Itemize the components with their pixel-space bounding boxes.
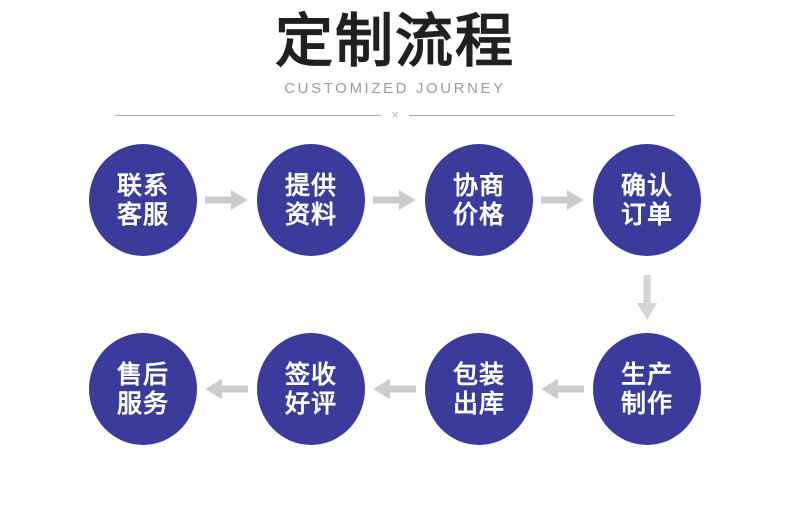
flow-node-label-line1: 售后 [116, 360, 169, 389]
flow-node-label-line1: 包装 [452, 360, 505, 389]
flow-node-label-line2: 客服 [116, 200, 169, 229]
flow-node-label-line2: 资料 [284, 200, 337, 229]
flow-row-2: 售后 服务 签收 好评 包装 出库 生产 制作 [0, 330, 790, 448]
flow-node-label-line2: 好评 [284, 389, 337, 418]
flow-node-label-line2: 制作 [620, 389, 673, 418]
flow-node-provide-info[interactable]: 提供 资料 [257, 144, 365, 256]
flow-node-label-line1: 协商 [452, 171, 505, 200]
arrow-down-icon [631, 272, 663, 324]
arrow-right-icon [365, 185, 425, 215]
flow-node-sign-receipt-review[interactable]: 签收 好评 [257, 333, 365, 445]
flow-node-label-line1: 确认 [620, 171, 673, 200]
flow-node-production[interactable]: 生产 制作 [593, 333, 701, 445]
flow-row-1: 联系 客服 提供 资料 协商 价格 确认 订单 [0, 141, 790, 259]
divider-x-icon: × [391, 106, 399, 122]
flow-node-confirm-order[interactable]: 确认 订单 [593, 144, 701, 256]
arrow-left-icon [197, 374, 257, 404]
flow-node-negotiate-price[interactable]: 协商 价格 [425, 144, 533, 256]
divider-rule-left [115, 114, 382, 116]
flow-node-label-line1: 生产 [620, 360, 673, 389]
page-title: 定制流程 [274, 7, 515, 75]
header: 定制流程 CUSTOMIZED JOURNEY [0, 0, 790, 98]
arrow-right-icon [533, 185, 593, 215]
arrow-left-icon [365, 374, 425, 404]
arrow-left-icon [533, 374, 593, 404]
page-subtitle: CUSTOMIZED JOURNEY [284, 80, 506, 97]
flow-node-label-line2: 订单 [620, 200, 673, 229]
flow-node-after-sales-service[interactable]: 售后 服务 [89, 333, 197, 445]
flow-node-contact-service[interactable]: 联系 客服 [89, 144, 197, 256]
flow-node-label-line2: 服务 [116, 389, 169, 418]
arrow-right-icon [197, 185, 257, 215]
flow-node-label-line1: 提供 [284, 171, 337, 200]
flow-node-label-line1: 联系 [116, 171, 169, 200]
divider: × [115, 108, 675, 122]
flow-node-label-line2: 价格 [452, 200, 505, 229]
flow-node-packaging-shipment[interactable]: 包装 出库 [425, 333, 533, 445]
divider-rule-right [408, 114, 675, 116]
flow-node-label-line1: 签收 [284, 360, 337, 389]
flow-node-label-line2: 出库 [452, 389, 505, 418]
